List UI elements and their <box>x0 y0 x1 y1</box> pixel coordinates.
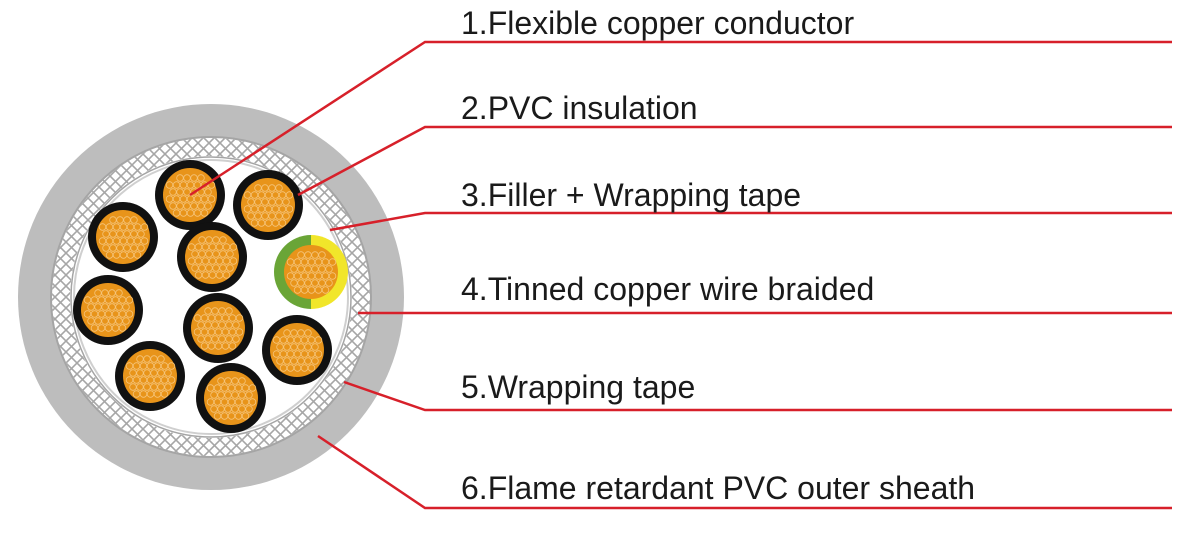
copper-strands <box>165 174 216 217</box>
label-insulation: 2.PVC insulation <box>461 90 698 126</box>
copper-strands <box>83 289 134 332</box>
copper-strands <box>206 377 257 420</box>
leader-line-5 <box>343 380 1172 412</box>
copper-strands <box>98 216 149 259</box>
insulated-core <box>88 202 158 272</box>
earth-core <box>274 235 348 309</box>
copper-strands <box>125 355 176 398</box>
leader-lines <box>189 40 1172 510</box>
leader-line-2 <box>297 125 1172 197</box>
label-filler: 3.Filler + Wrapping tape <box>461 177 801 213</box>
insulated-core <box>155 160 225 230</box>
label-outer-sheath: 6.Flame retardant PVC outer sheath <box>461 470 975 506</box>
braid-inner-edge <box>70 156 352 438</box>
insulated-core <box>73 275 143 345</box>
insulated-core <box>262 315 332 385</box>
copper-strands <box>286 251 337 294</box>
insulated-core <box>196 363 266 433</box>
label-conductor: 1.Flexible copper conductor <box>461 5 854 41</box>
label-braid: 4.Tinned copper wire braided <box>461 271 874 307</box>
copper-strands <box>193 307 244 350</box>
label-wrapping-tape: 5.Wrapping tape <box>461 369 695 405</box>
insulated-core <box>177 222 247 292</box>
cores-group <box>73 160 332 433</box>
leader-line-3 <box>329 211 1172 232</box>
leader-line-1 <box>189 40 1172 197</box>
copper-strands <box>272 329 323 372</box>
copper-strands <box>187 236 238 279</box>
insulated-core <box>183 293 253 363</box>
copper-strands <box>243 184 294 227</box>
insulated-core <box>115 341 185 411</box>
braid-pattern <box>52 138 370 456</box>
insulated-core <box>233 170 303 240</box>
leader-line-6 <box>317 434 1172 510</box>
